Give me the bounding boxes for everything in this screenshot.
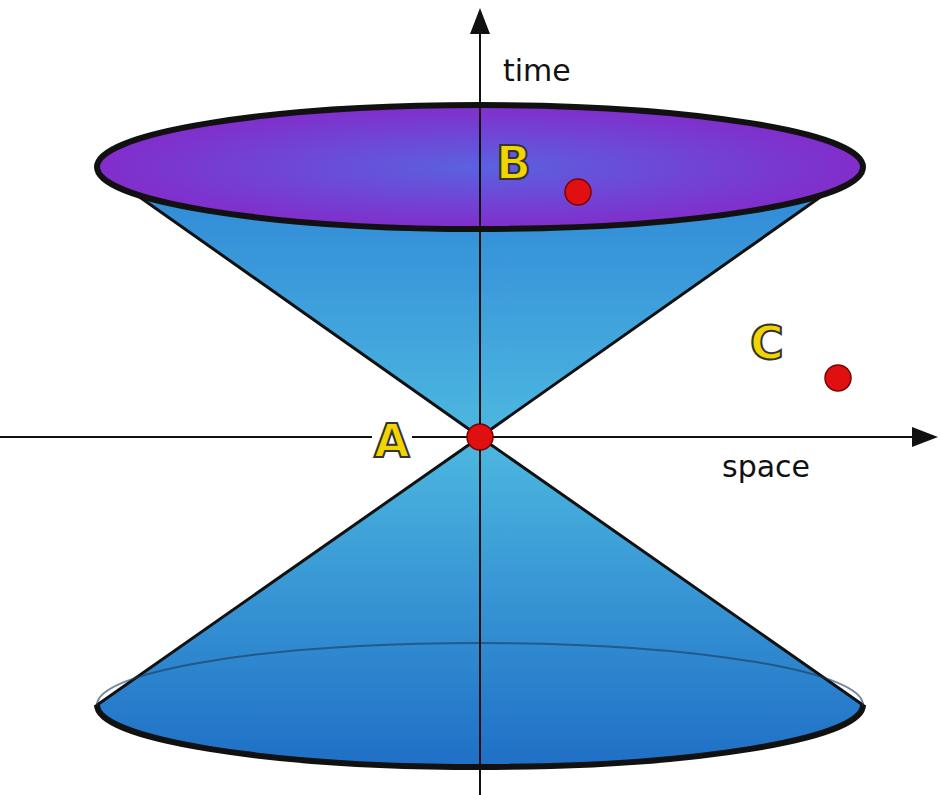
axis-label: space <box>722 452 810 482</box>
event-label: A <box>372 418 412 464</box>
axis-label: time <box>503 56 571 86</box>
event-label: C <box>750 320 784 366</box>
event-label: B <box>496 140 531 186</box>
